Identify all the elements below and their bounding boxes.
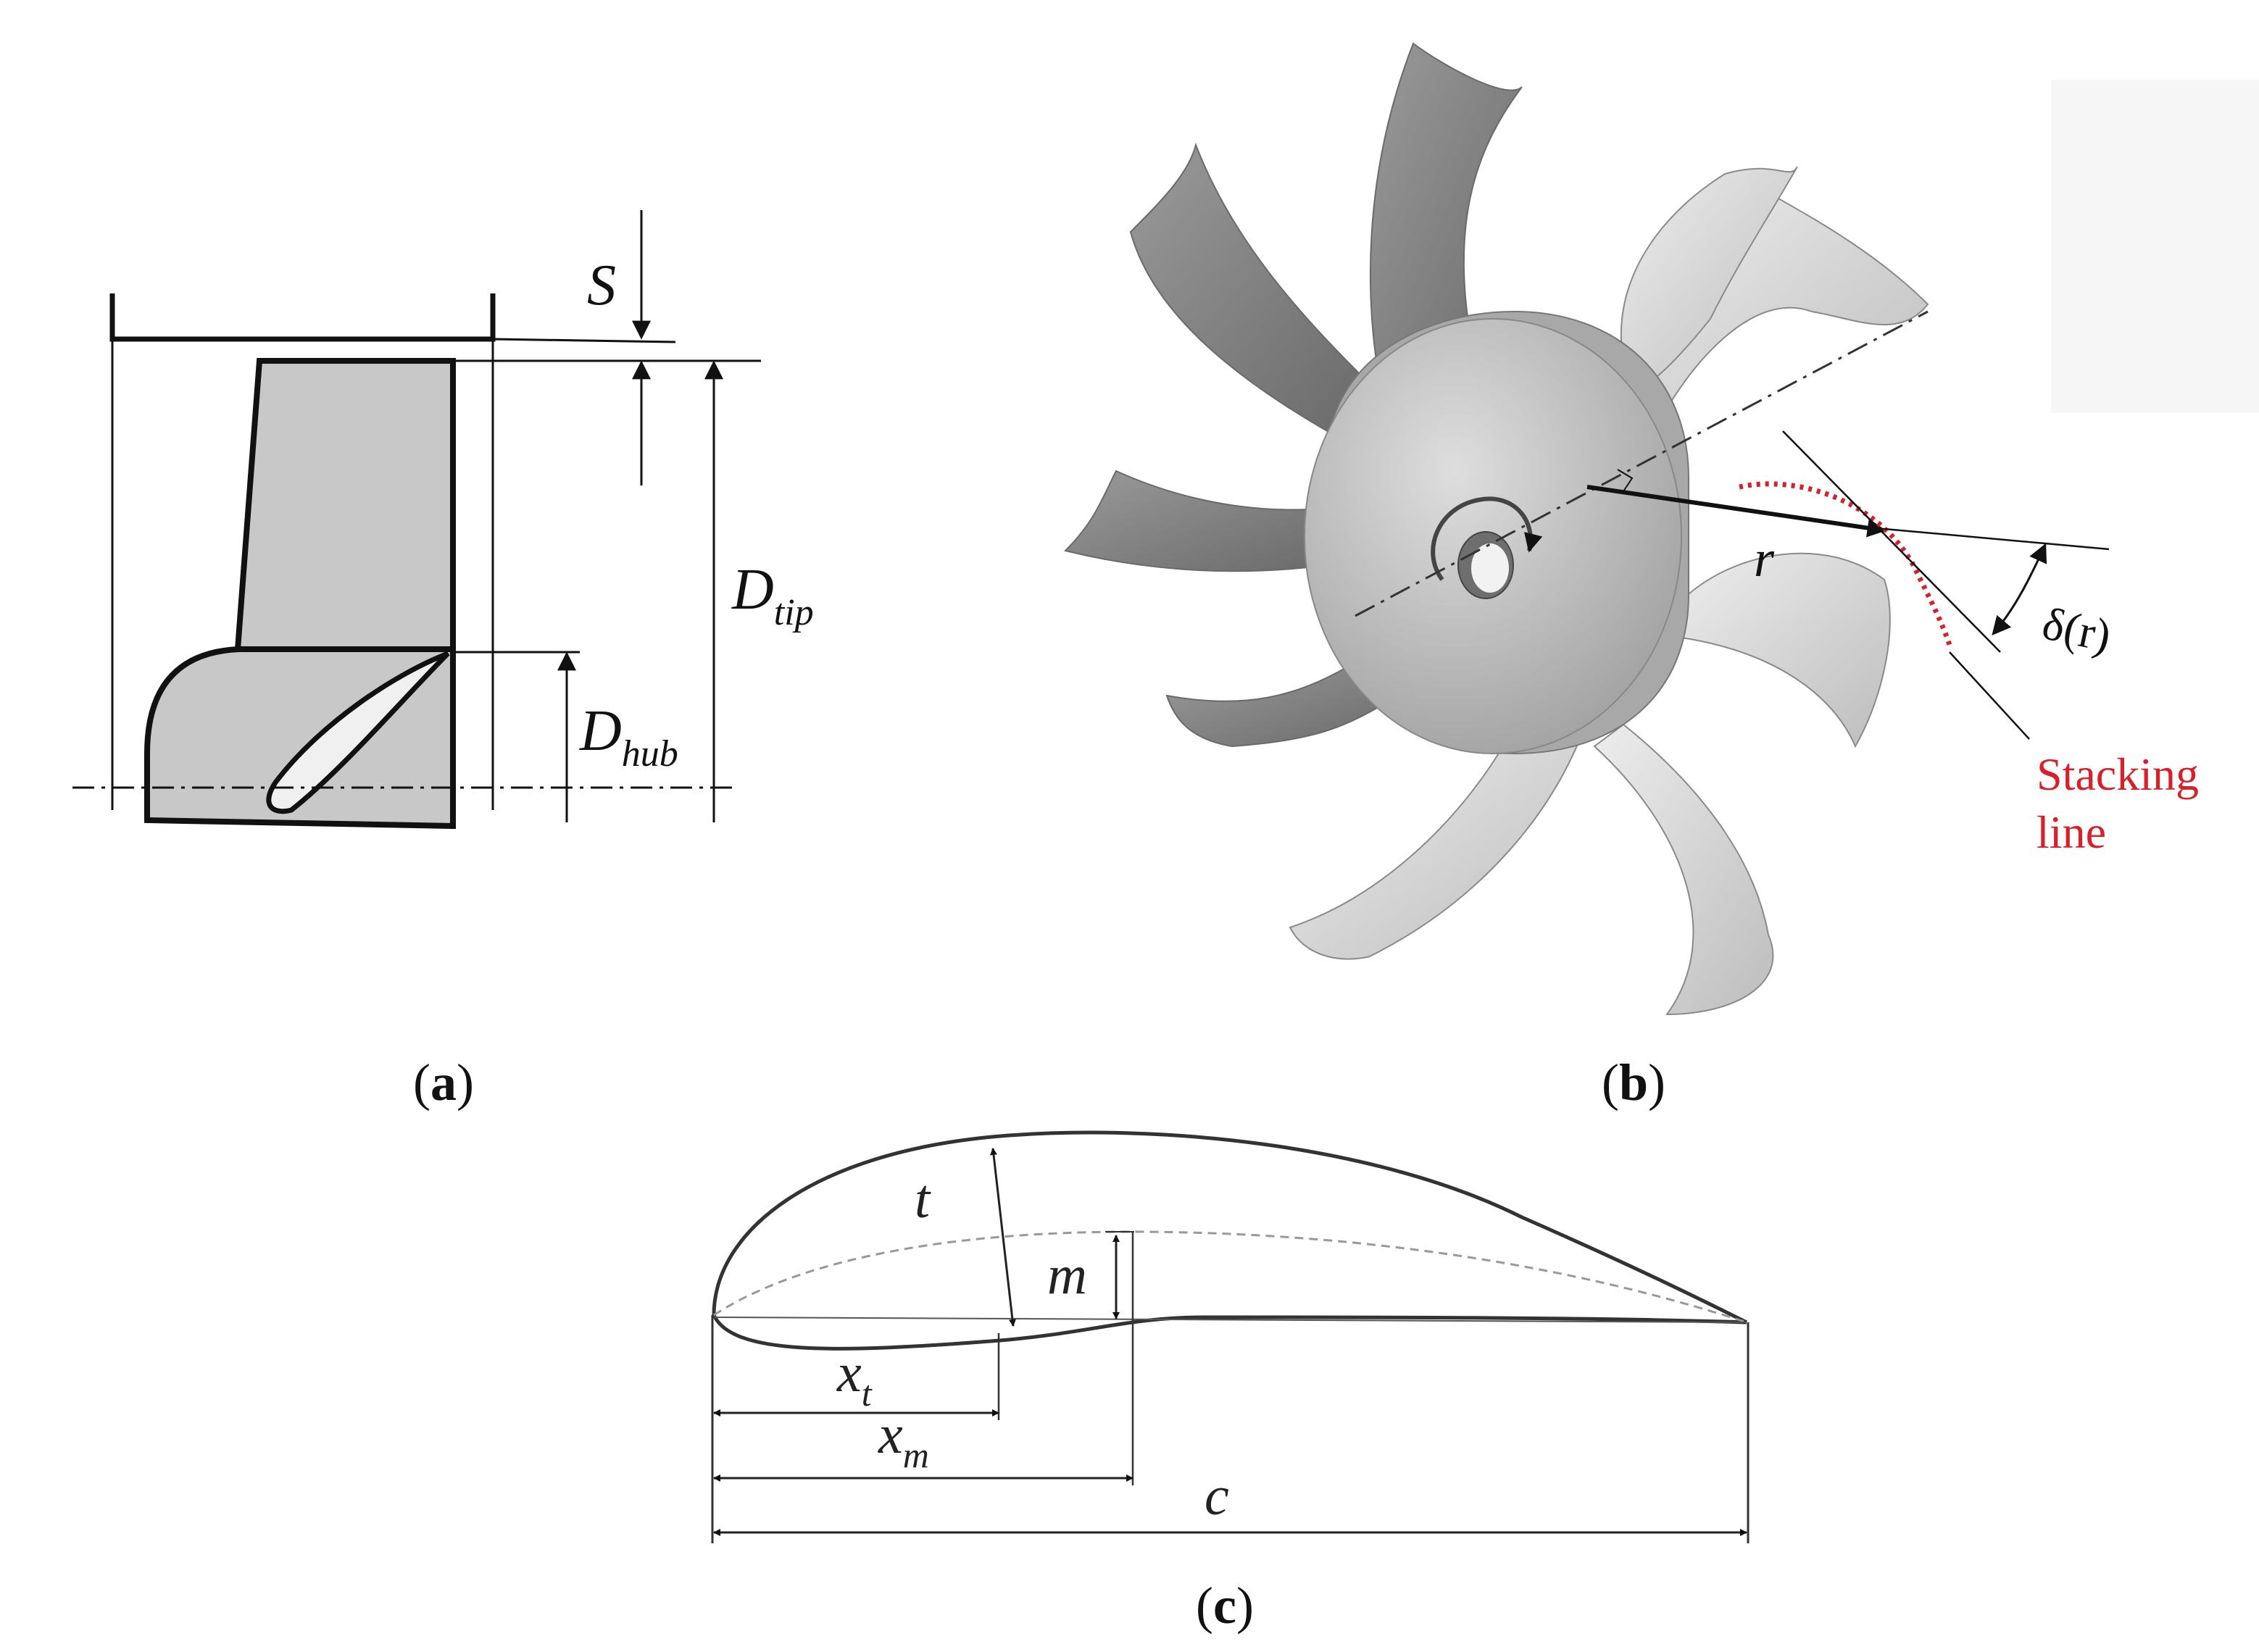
label-xt-sub: t — [862, 1373, 873, 1414]
casing-outline — [109, 293, 496, 342]
label-d-tip-sub: tip — [774, 592, 814, 633]
label-xm-sub: m — [903, 1435, 929, 1475]
fan-blade — [1289, 738, 1581, 960]
fan-blade — [1165, 665, 1401, 748]
rotor-axis-line — [1355, 310, 1929, 617]
caption-b: (b) — [1602, 1054, 1665, 1111]
label-c: c — [1205, 1466, 1229, 1527]
background-patch — [2051, 80, 2259, 413]
stacking-line-label-2: line — [2037, 806, 2106, 858]
label-xm: xm — [878, 1404, 929, 1475]
chord-line — [713, 1317, 1747, 1323]
reference-line — [1884, 527, 2110, 551]
label-d-hub: Dhub — [579, 699, 678, 775]
fan-blade — [1064, 470, 1335, 572]
label-s: S — [587, 254, 616, 317]
label-delta-r: δ(r) — [2038, 597, 2116, 662]
label-t: t — [915, 1169, 931, 1230]
casing-extension-line — [492, 338, 676, 343]
shaft-bore-inner — [1471, 543, 1509, 593]
label-m: m — [1047, 1245, 1087, 1306]
stacking-leader-line — [1949, 651, 2030, 740]
caption-c: (c) — [1196, 1577, 1254, 1635]
label-r: r — [1754, 530, 1775, 588]
delta-angle-arc — [1992, 543, 2047, 635]
blade-section — [234, 358, 456, 652]
label-xt: xt — [836, 1343, 873, 1414]
fan-blade — [1129, 142, 1364, 436]
airfoil-upper-surface — [712, 1130, 1748, 1324]
panel-c-airfoil: t m xt xm c (c) — [711, 1130, 1750, 1635]
right-angle-mark — [1617, 469, 1634, 492]
fan-blade — [1680, 552, 1891, 748]
radius-arrow — [1586, 485, 1886, 538]
camber-line — [713, 1230, 1747, 1324]
hub-airfoil-profile — [266, 651, 450, 814]
panel-a-meridional-section: S Dtip Dhub (a) — [72, 210, 814, 1111]
thickness-arrow — [990, 1148, 1016, 1327]
label-d-tip: Dtip — [731, 558, 814, 633]
stacking-tangent-line — [1782, 430, 2001, 653]
stacking-line-curve — [1739, 481, 1952, 646]
label-d-hub-main: D — [579, 699, 622, 763]
fan-blade — [1620, 166, 1798, 393]
label-d-tip-main: D — [731, 558, 774, 622]
panel-b-fan-rotor: r δ(r) Stacking line (b) — [1064, 42, 2259, 1111]
label-d-hub-sub: hub — [622, 733, 678, 775]
label-xt-main: x — [836, 1343, 862, 1403]
fan-blade — [1593, 723, 1774, 1016]
rotation-arrow — [1431, 496, 1543, 581]
stacking-line-label-1: Stacking — [2037, 748, 2199, 800]
fan-blade — [1369, 42, 1523, 407]
caption-a: (a) — [413, 1054, 474, 1111]
label-xm-main: x — [878, 1404, 903, 1465]
airfoil-lower-surface — [712, 1314, 1747, 1351]
